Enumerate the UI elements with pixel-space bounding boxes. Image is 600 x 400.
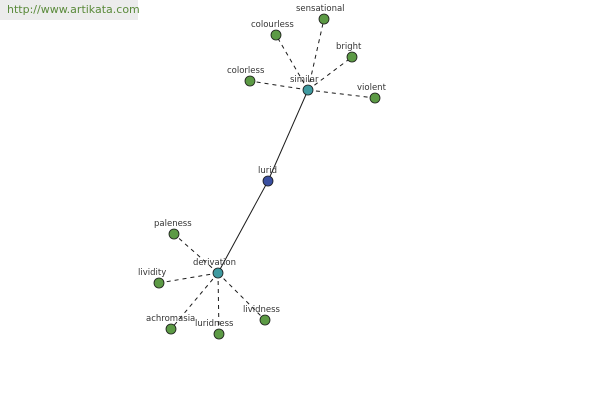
node-dot[interactable] bbox=[168, 228, 180, 240]
edge-luridness bbox=[217, 272, 220, 335]
node-label: lividity bbox=[138, 268, 166, 278]
node-label: achromasia bbox=[146, 314, 195, 324]
edge-derivation bbox=[217, 180, 269, 274]
edge-similar bbox=[267, 89, 309, 182]
node-dot[interactable] bbox=[165, 323, 177, 335]
node-dot[interactable] bbox=[369, 92, 381, 104]
node-dot[interactable] bbox=[270, 29, 282, 41]
leaf-node-achromasia[interactable]: achromasia bbox=[146, 314, 195, 335]
node-dot[interactable] bbox=[259, 314, 271, 326]
node-label: violent bbox=[357, 83, 387, 93]
node-label: lurid bbox=[258, 166, 277, 176]
node-label: paleness bbox=[154, 219, 192, 229]
relation-node-similar[interactable]: similar bbox=[290, 75, 319, 96]
node-label: derivation bbox=[193, 258, 236, 268]
edge-lividness bbox=[217, 272, 266, 321]
node-label: sensational bbox=[296, 4, 345, 14]
node-label: luridness bbox=[195, 319, 234, 329]
leaf-node-sensational[interactable]: sensational bbox=[296, 4, 345, 25]
center-node-lurid[interactable]: lurid bbox=[258, 166, 277, 187]
node-label: lividness bbox=[243, 305, 281, 315]
node-dot[interactable] bbox=[318, 13, 330, 25]
node-label: bright bbox=[336, 42, 362, 52]
edge-colourless bbox=[275, 34, 309, 91]
leaf-node-colorless[interactable]: colorless bbox=[227, 66, 265, 87]
edge-colorless bbox=[249, 80, 309, 91]
watermark-link[interactable]: http://www.artikata.com bbox=[0, 0, 140, 20]
node-dot[interactable] bbox=[244, 75, 256, 87]
node-dot[interactable] bbox=[302, 84, 314, 96]
node-label: colorless bbox=[227, 66, 265, 76]
leaf-node-paleness[interactable]: paleness bbox=[154, 219, 192, 240]
edges-layer bbox=[158, 18, 376, 335]
edge-lividity bbox=[158, 272, 219, 284]
node-dot[interactable] bbox=[212, 267, 224, 279]
node-label: similar bbox=[290, 75, 319, 85]
edge-paleness bbox=[173, 233, 219, 274]
leaf-node-lividity[interactable]: lividity bbox=[138, 268, 166, 289]
leaf-node-bright[interactable]: bright bbox=[336, 42, 362, 63]
leaf-node-luridness[interactable]: luridness bbox=[195, 319, 234, 340]
node-dot[interactable] bbox=[262, 175, 274, 187]
node-dot[interactable] bbox=[346, 51, 358, 63]
node-dot[interactable] bbox=[153, 277, 165, 289]
edge-violent bbox=[307, 89, 376, 99]
relation-node-derivation[interactable]: derivation bbox=[193, 258, 236, 279]
node-label: colourless bbox=[251, 20, 294, 30]
leaf-node-colourless[interactable]: colourless bbox=[251, 20, 294, 41]
edge-bright bbox=[307, 56, 353, 91]
leaf-node-lividness[interactable]: lividness bbox=[243, 305, 281, 326]
leaf-node-violent[interactable]: violent bbox=[357, 83, 387, 104]
node-dot[interactable] bbox=[213, 328, 225, 340]
